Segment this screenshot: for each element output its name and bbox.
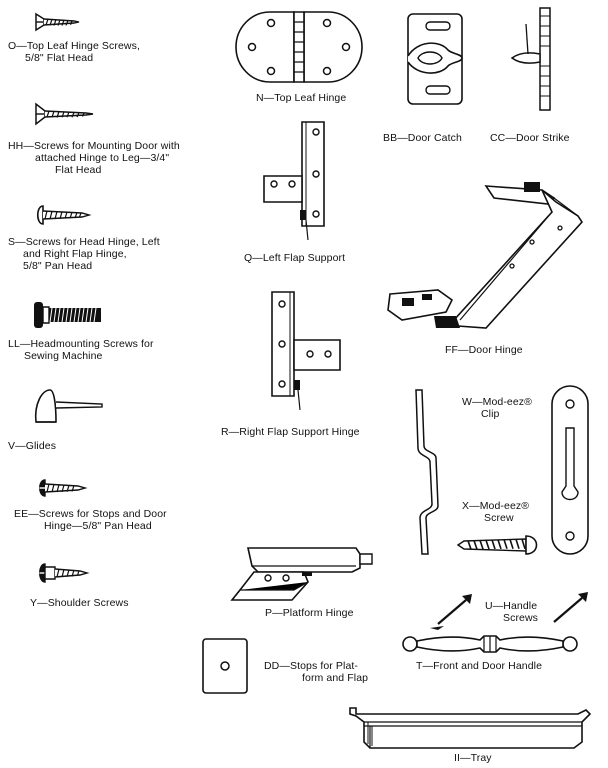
tray-ii-drawing: [346, 704, 592, 750]
part-q-label-line-1: Q—Left Flap Support: [244, 252, 346, 264]
flat-head-screw-o-drawing: [34, 12, 80, 32]
part-ff-label-line-1: FF—Door Hinge: [445, 344, 523, 356]
top-leaf-hinge-n-drawing: [234, 8, 364, 86]
part-t-label-line-1: T—Front and Door Handle: [416, 660, 543, 672]
part-o-label-line-2: 5/8" Flat Head: [25, 52, 94, 64]
part-n-label-line-1: N—Top Leaf Hinge: [256, 92, 347, 104]
part-dd-label-line-2: form and Flap: [302, 672, 369, 684]
mod-eez-plate-drawing: [548, 382, 592, 558]
part-ll-label-line-2: Sewing Machine: [24, 350, 103, 362]
part-u-label-line-2: Screws: [503, 612, 539, 624]
part-v-label-line-1: V—Glides: [8, 440, 57, 452]
part-p-label-line-1: P—Platform Hinge: [265, 607, 354, 619]
part-o-label-line-1: O—Top Leaf Hinge Screws,: [8, 40, 140, 52]
part-ii-label-line-1: II—Tray: [454, 752, 492, 764]
right-flap-support-hinge-r-drawing: [268, 288, 352, 412]
pan-head-screw-ee-drawing: [36, 478, 86, 498]
platform-hinge-p-drawing: [228, 542, 380, 604]
part-u-label-line-1: U—Handle: [485, 600, 538, 612]
door-catch-bb-drawing: [404, 10, 466, 108]
part-x-label-line-2: Screw: [484, 512, 514, 524]
part-r-label-line-1: R—Right Flap Support Hinge: [221, 426, 360, 438]
handle-t-drawing: [400, 626, 580, 658]
part-dd-label-line-1: DD—Stops for Plat-: [264, 660, 358, 672]
mod-eez-clip-w-drawing: [412, 386, 446, 556]
part-ee-label-line-1: EE—Screws for Stops and Door: [14, 508, 167, 520]
pan-head-screw-s-drawing: [34, 204, 90, 226]
stop-dd-drawing: [200, 636, 250, 696]
part-hh-label-line-2: attached Hinge to Leg—3/4": [35, 152, 170, 164]
part-w-label-line-1: W—Mod-eez®: [462, 396, 532, 408]
part-bb-label-line-1: BB—Door Catch: [383, 132, 462, 144]
flat-head-screw-hh-drawing: [34, 102, 94, 126]
part-s-label-line-1: S—Screws for Head Hinge, Left: [8, 236, 160, 248]
part-w-label-line-2: Clip: [481, 408, 500, 420]
part-hh-label-line-3: Flat Head: [55, 164, 102, 176]
part-cc-label-line-1: CC—Door Strike: [490, 132, 570, 144]
left-flap-support-q-drawing: [262, 118, 336, 242]
handle-screw-u-right-drawing: [552, 592, 588, 624]
headmounting-screw-ll-drawing: [34, 302, 101, 328]
part-y-label-line-1: Y—Shoulder Screws: [30, 597, 129, 609]
part-x-label-line-1: X—Mod-eez®: [462, 500, 530, 512]
part-ee-label-line-2: Hinge—5/8" Pan Head: [44, 520, 152, 532]
shoulder-screw-y-drawing: [36, 562, 88, 584]
part-hh-label-line-1: HH—Screws for Mounting Door with: [8, 140, 180, 152]
mod-eez-screw-x-drawing: [456, 532, 540, 558]
door-strike-cc-drawing: [510, 6, 556, 112]
part-s-label-line-3: 5/8" Pan Head: [23, 260, 93, 272]
glide-v-drawing: [32, 386, 104, 426]
door-hinge-ff-drawing: [382, 182, 592, 336]
part-s-label-line-2: and Right Flap Hinge,: [23, 248, 127, 260]
part-ll-label-line-1: LL—Headmounting Screws for: [8, 338, 154, 350]
handle-screw-u-left-drawing: [436, 594, 472, 626]
